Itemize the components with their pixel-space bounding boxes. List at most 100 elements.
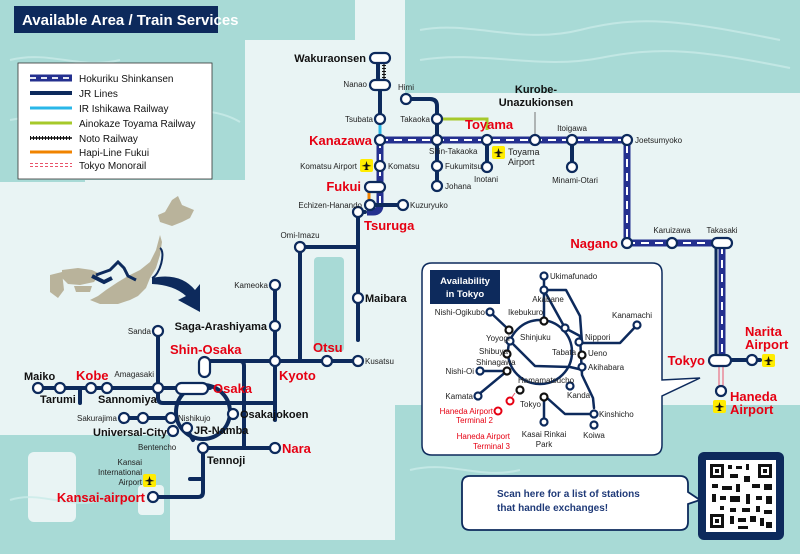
station-amagasaki[interactable]: [151, 381, 165, 395]
station-universal-city[interactable]: [166, 424, 180, 438]
station-kuzuryuko[interactable]: [396, 198, 410, 212]
station-osakajokoen[interactable]: [226, 407, 240, 421]
station-tarumi[interactable]: [53, 381, 67, 395]
station-saga-arashiyama[interactable]: [268, 319, 282, 333]
label-maiko: Maiko: [24, 371, 55, 383]
tokyo-label-kasai-rinkai-park: Kasai Rinkai: [522, 430, 567, 439]
tokyo-station-haneda-t2[interactable]: [493, 406, 503, 416]
station-joetsumyoko[interactable]: [620, 133, 634, 147]
sea-edge: [0, 180, 85, 182]
station-kameoka[interactable]: [268, 278, 282, 292]
svg-text:JR Lines: JR Lines: [79, 89, 118, 100]
tokyo-station-akihabara[interactable]: [577, 362, 587, 372]
tokyo-label-kasai-rinkai-park-2: Park: [536, 440, 553, 449]
station-omi-imazu[interactable]: [293, 240, 307, 254]
lake-biwa: [314, 257, 344, 352]
station-itoigawa[interactable]: [565, 133, 579, 147]
station-nanao[interactable]: [368, 78, 392, 92]
station-sakurajima-2[interactable]: [136, 411, 150, 425]
station-wakuraonsen[interactable]: [368, 51, 392, 65]
tokyo-station-tabata[interactable]: [560, 323, 570, 333]
tokyo-station-tokyo[interactable]: [539, 392, 549, 402]
station-sanda[interactable]: [151, 324, 165, 338]
legend-item-monorail: Tokyo Monorail: [30, 161, 146, 172]
tokyo-station-shinagawa[interactable]: [502, 366, 512, 376]
title-banner: [14, 6, 218, 33]
label-osakajokoen: Osakajokoen: [240, 409, 309, 421]
station-karuizawa[interactable]: [665, 236, 679, 250]
station-tennoji[interactable]: [196, 441, 210, 455]
station-nara[interactable]: [268, 441, 282, 455]
tokyo-station-yoyogi[interactable]: [505, 336, 515, 346]
station-fukui[interactable]: [363, 180, 387, 194]
legend-item-shinkansen: Hokuriku Shinkansen: [30, 74, 174, 85]
station-nishikujo[interactable]: [164, 411, 178, 425]
tokyo-station-hamamatsucho[interactable]: [515, 385, 525, 395]
label-kurobe-2: Unazukionsen: [499, 97, 574, 109]
tokyo-station-ueno[interactable]: [577, 350, 587, 360]
station-echizen-hanando[interactable]: [363, 198, 377, 212]
svg-text:Hokuriku Shinkansen: Hokuriku Shinkansen: [79, 74, 174, 85]
station-fukumitsu[interactable]: [430, 159, 444, 173]
tokyo-station-koiwa[interactable]: [589, 420, 599, 430]
tokyo-label-nippori: Nippori: [585, 333, 611, 342]
station-shin-takaoka[interactable]: [430, 133, 444, 147]
tokyo-station-kasai-rinkai-park[interactable]: [539, 417, 549, 427]
station-toyama[interactable]: [480, 133, 494, 147]
station-kurobe[interactable]: [528, 133, 542, 147]
station-kanazawa[interactable]: [373, 133, 387, 147]
tokyo-station-nishi-oi[interactable]: [475, 366, 485, 376]
station-tsuruga[interactable]: [351, 205, 365, 219]
qr-callout[interactable]: Scan here for a list of stations that ha…: [461, 475, 703, 531]
station-tsubata[interactable]: [373, 112, 387, 126]
station-kusatsu[interactable]: [351, 354, 365, 368]
station-kobe[interactable]: [84, 381, 98, 395]
station-johana[interactable]: [430, 179, 444, 193]
station-inotani[interactable]: [480, 160, 494, 174]
station-kansai-airport[interactable]: [146, 490, 160, 504]
station-shin-osaka[interactable]: [197, 355, 212, 379]
station-himi[interactable]: [399, 92, 413, 106]
tokyo-station-shibuya[interactable]: [502, 349, 512, 359]
tokyo-station-kamata[interactable]: [473, 391, 483, 401]
tokyo-station-akabane[interactable]: [539, 285, 549, 295]
tokyo-station-kanamachi[interactable]: [632, 320, 642, 330]
station-tokyo[interactable]: [707, 353, 733, 368]
label-universal-city: Universal-City: [93, 427, 168, 439]
station-kyoto[interactable]: [268, 354, 282, 368]
tokyo-label-akihabara: Akihabara: [588, 363, 625, 372]
station-maibara[interactable]: [351, 291, 365, 305]
station-osaka[interactable]: [174, 381, 210, 396]
label-osaka: Osaka: [213, 381, 253, 396]
tokyo-station-nippori[interactable]: [574, 337, 584, 347]
tokyo-station-nishi-ogikubo[interactable]: [485, 307, 495, 317]
tokyo-station-kinshicho[interactable]: [589, 409, 599, 419]
station-takasaki[interactable]: [710, 236, 734, 250]
station-maiko[interactable]: [31, 381, 45, 395]
tokyo-label-ueno: Ueno: [588, 349, 608, 358]
station-jr-namba[interactable]: [180, 421, 194, 435]
station-haneda-airport[interactable]: [714, 384, 728, 398]
label-nagano: Nagano: [570, 236, 618, 251]
airport-badges: [143, 146, 775, 487]
qr-code-icon[interactable]: [698, 452, 784, 540]
tokyo-label-haneda-t3: Haneda Airport: [457, 432, 511, 441]
tokyo-station-haneda-t3[interactable]: [505, 396, 515, 406]
station-sannomiya[interactable]: [100, 381, 114, 395]
tokyo-station-kanda[interactable]: [565, 381, 575, 391]
tokyo-station-ikebukuro[interactable]: [539, 316, 549, 326]
station-nagano[interactable]: [620, 236, 634, 250]
station-narita-airport[interactable]: [745, 353, 759, 367]
label-haneda-airport: Haneda: [730, 389, 778, 404]
label-kuzuryuko: Kuzuryuko: [410, 201, 448, 210]
station-takaoka[interactable]: [430, 112, 444, 126]
label-toyama: Toyama: [465, 117, 514, 132]
tokyo-station-shinjuku[interactable]: [504, 325, 514, 335]
tokyo-station-ukimafunado[interactable]: [539, 271, 549, 281]
sea-top-right: [405, 0, 800, 93]
label-narita-airport-2: Airport: [745, 337, 789, 352]
station-otsu[interactable]: [320, 354, 334, 368]
station-komatsu[interactable]: [373, 159, 387, 173]
station-sakurajima[interactable]: [117, 411, 131, 425]
station-minami-otari[interactable]: [565, 160, 579, 174]
